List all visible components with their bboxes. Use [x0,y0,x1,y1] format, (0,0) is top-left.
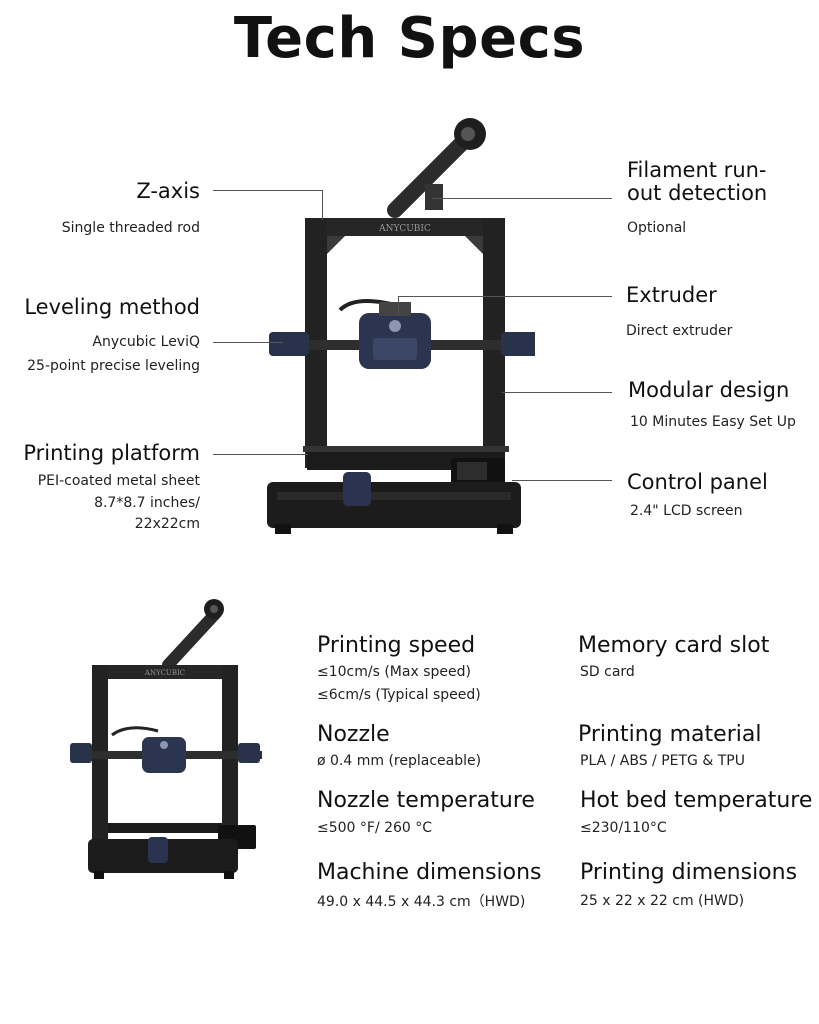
printer-image-small: ANYCUBIC [70,599,262,879]
platform-leader-line [213,454,308,455]
extruder-leader-line-v [398,296,399,314]
platform-desc-3: 22x22cm [134,516,200,532]
filament-desc: Optional [627,220,687,236]
spec-nozzle-temp-line: ≤500 °F/ 260 °C [317,820,433,836]
leveling-desc-1: Anycubic LeviQ [92,334,200,350]
spec-memory-card-line: SD card [580,664,635,680]
modular-heading: Modular design [628,378,790,402]
spec-nozzle-line: ø 0.4 mm (replaceable) [317,753,482,769]
spec-print-dims-line: 25 x 22 x 22 cm (HWD) [580,893,745,909]
zaxis-leader-line [213,190,323,191]
platform-desc-2: 8.7*8.7 inches/ [94,495,200,511]
zaxis-heading: Z-axis [136,179,200,203]
spec-printing-speed-heading: Printing speed [317,633,476,658]
modular-desc: 10 Minutes Easy Set Up [630,414,796,430]
spec-material-heading: Printing material [578,722,762,747]
filament-heading-2: out detection [627,181,768,205]
filament-leader-line [432,198,612,199]
zaxis-desc: Single threaded rod [61,220,200,236]
filament-heading-1: Filament run- [627,158,767,182]
spec-print-dims-heading: Printing dimensions [580,860,798,885]
platform-desc-1: PEI-coated metal sheet [37,473,200,489]
extruder-heading: Extruder [626,283,717,307]
leveling-desc-2: 25-point precise leveling [27,358,200,374]
spec-nozzle-heading: Nozzle [317,722,390,747]
spec-bed-temp-heading: Hot bed temperature [580,788,813,813]
spec-bed-temp-line: ≤230/110°C [580,820,667,836]
platform-heading: Printing platform [23,441,200,465]
printer-image-large: ANYCUBIC [267,118,535,534]
extruder-leader-line [398,296,612,297]
leveling-heading: Leveling method [24,295,200,319]
spec-machine-dims-line: 49.0 x 44.5 x 44.3 cm（HWD) [317,894,526,910]
printer-brand-label: ANYCUBIC [378,224,431,234]
spec-material-line: PLA / ABS / PETG & TPU [580,753,745,769]
spec-printing-speed-line-2: ≤6cm/s (Typical speed) [317,687,481,703]
printer-brand-label-small: ANYCUBIC [144,669,185,677]
page-title: Tech Specs [233,6,586,71]
modular-leader-line [502,392,612,393]
spec-memory-card-heading: Memory card slot [578,633,770,658]
leveling-leader-line [213,342,283,343]
control-heading: Control panel [627,470,768,494]
spec-printing-speed-line-1: ≤10cm/s (Max speed) [317,664,471,680]
extruder-desc: Direct extruder [626,323,733,339]
control-leader-line [512,480,612,481]
spec-machine-dims-heading: Machine dimensions [317,860,542,885]
control-desc: 2.4" LCD screen [630,503,743,519]
spec-nozzle-temp-heading: Nozzle temperature [317,788,535,813]
zaxis-leader-line-v [322,190,323,220]
